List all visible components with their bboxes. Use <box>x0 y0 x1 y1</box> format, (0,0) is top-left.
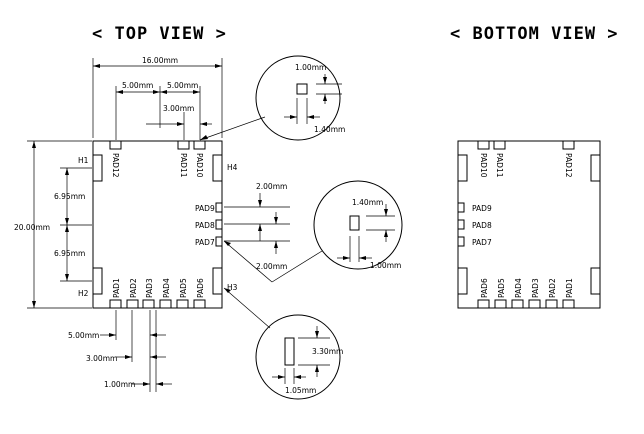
bv-corner-hole-tl <box>457 154 468 182</box>
pad5 <box>176 299 189 309</box>
detail-circle-mid: 1.40mm 1.00mm <box>223 180 403 283</box>
width-label: 16.00mm <box>142 56 178 65</box>
detail-mid-w-label: 1.00mm <box>370 261 401 270</box>
pad6 <box>193 299 206 309</box>
bv-pad9-label: PAD9 <box>472 204 492 213</box>
pad1-label: PAD1 <box>112 278 121 298</box>
pad6-label: PAD6 <box>196 278 205 298</box>
bv-pad7 <box>457 236 465 247</box>
bv-pad10 <box>477 140 490 150</box>
bv-pad2-label: PAD2 <box>548 278 557 298</box>
bv-pad12 <box>562 140 575 150</box>
h3-label: H3 <box>227 283 238 292</box>
width-dimension: 16.00mm <box>92 56 223 138</box>
pad4-label: PAD4 <box>162 278 171 298</box>
pad2 <box>126 299 139 309</box>
pitch-a-label: 5.00mm <box>122 81 153 90</box>
bv-pad10-label: PAD10 <box>479 153 488 178</box>
detail-circle-low: 3.30mm 1.05mm <box>223 287 343 400</box>
bv-pad3 <box>528 299 541 309</box>
bottom-b-label: 3.00mm <box>86 354 117 363</box>
bottom-a-label: 5.00mm <box>68 331 99 340</box>
pad1 <box>109 299 122 309</box>
detail-low-w-label: 1.05mm <box>285 386 316 395</box>
top-view-title: < TOP VIEW > <box>92 24 227 44</box>
bv-pad5-label: PAD5 <box>497 278 506 298</box>
bv-pad2 <box>545 299 558 309</box>
pad11-label: PAD11 <box>179 153 188 178</box>
bv-pad11-label: PAD11 <box>495 153 504 178</box>
bv-pad1-label: PAD1 <box>565 278 574 298</box>
bv-pad5 <box>494 299 507 309</box>
pad8 <box>215 219 223 230</box>
bv-corner-hole-bl <box>457 267 468 295</box>
pad9-label: PAD9 <box>195 204 215 213</box>
side-b-label: 6.95mm <box>54 249 85 258</box>
bv-pad12-label: PAD12 <box>564 153 573 178</box>
pad5-label: PAD5 <box>179 278 188 298</box>
height-label: 20.00mm <box>14 223 50 232</box>
pad12 <box>109 140 122 150</box>
corner-hole-h4 <box>212 154 223 182</box>
pad10-label: PAD10 <box>195 153 204 178</box>
h2-label: H2 <box>78 289 89 298</box>
corner-hole-h1 <box>92 154 103 182</box>
bv-pad4 <box>511 299 524 309</box>
bv-pad11 <box>493 140 506 150</box>
right-b-label: 2.00mm <box>256 262 287 271</box>
pad7 <box>215 236 223 247</box>
bv-pad8 <box>457 219 465 230</box>
pitch-c-label: 3.00mm <box>163 104 194 113</box>
pad11 <box>177 140 190 150</box>
bv-pad4-label: PAD4 <box>514 278 523 298</box>
top-view: PAD12 PAD11 PAD10 PAD1 PAD2 PAD3 PAD4 PA… <box>78 140 238 309</box>
right-dimensions: 2.00mm 2.00mm <box>224 182 290 271</box>
bv-pad6-label: PAD6 <box>480 278 489 298</box>
bv-pad3-label: PAD3 <box>531 278 540 298</box>
bottom-view: PAD10 PAD11 PAD12 PAD9 PAD8 PAD7 PAD6 PA… <box>457 140 601 309</box>
bv-corner-hole-br <box>590 267 601 295</box>
pad4 <box>159 299 172 309</box>
bv-pad8-label: PAD8 <box>472 221 492 230</box>
bv-pad7-label: PAD7 <box>472 238 492 247</box>
side-dimensions: 6.95mm 6.95mm <box>54 167 92 282</box>
bv-pad6 <box>477 299 490 309</box>
detail-top-h-label: 1.00mm <box>295 63 326 72</box>
h1-label: H1 <box>78 156 89 165</box>
detail-circle-top: 1.00mm 1.40mm <box>199 55 345 141</box>
pad9 <box>215 202 223 213</box>
detail-low-h-label: 3.30mm <box>312 347 343 356</box>
bv-pad1 <box>562 299 575 309</box>
corner-hole-h3 <box>212 267 223 295</box>
pad3 <box>142 299 155 309</box>
h4-label: H4 <box>227 163 238 172</box>
detail-mid-h-label: 1.40mm <box>352 198 383 207</box>
corner-hole-h2 <box>92 267 103 295</box>
bottom-dimensions: 5.00mm 3.00mm 1.00mm <box>68 310 172 392</box>
side-a-label: 6.95mm <box>54 192 85 201</box>
pad7-label: PAD7 <box>195 238 215 247</box>
height-dimension: 20.00mm <box>14 140 92 309</box>
bottom-view-title: < BOTTOM VIEW > <box>450 24 619 44</box>
bv-pad9 <box>457 202 465 213</box>
right-a-label: 2.00mm <box>256 182 287 191</box>
pad8-label: PAD8 <box>195 221 215 230</box>
pad10 <box>193 140 206 150</box>
pad2-label: PAD2 <box>129 278 138 298</box>
detail-top-w-label: 1.40mm <box>314 125 345 134</box>
pitch-dimensions: 5.00mm 5.00mm 3.00mm <box>115 81 212 140</box>
pitch-b-label: 5.00mm <box>167 81 198 90</box>
bottom-c-label: 1.00mm <box>104 380 135 389</box>
bv-corner-hole-tr <box>590 154 601 182</box>
pad3-label: PAD3 <box>145 278 154 298</box>
pad12-label: PAD12 <box>111 153 120 178</box>
